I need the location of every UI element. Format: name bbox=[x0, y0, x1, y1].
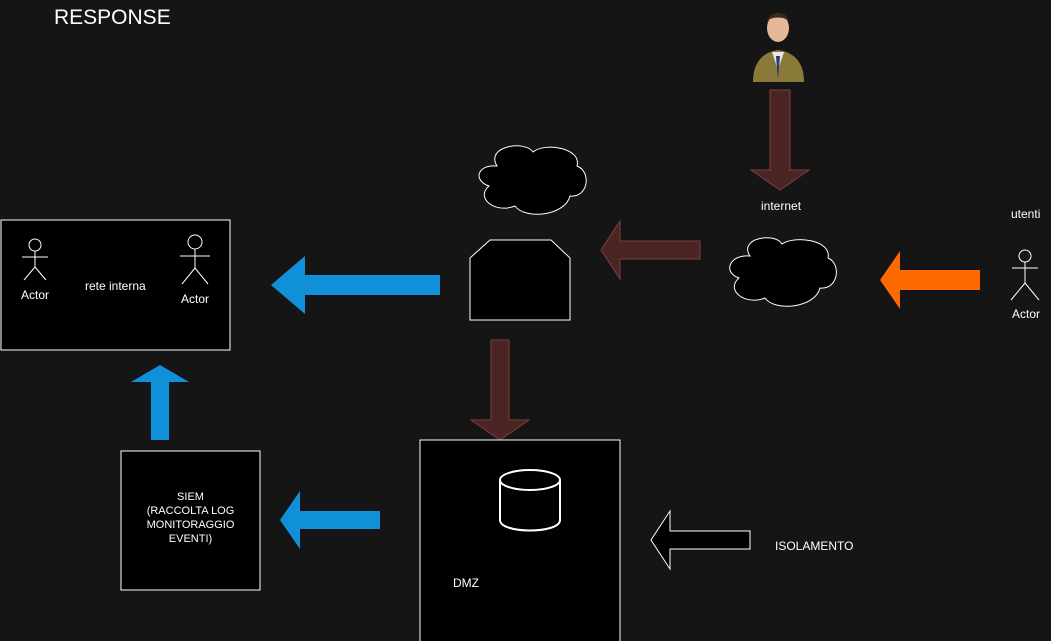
actor-left-label: Actor bbox=[21, 288, 50, 302]
red-arrow-down-internet bbox=[749, 89, 811, 191]
actor-right-icon bbox=[180, 234, 210, 285]
database-icon bbox=[499, 469, 561, 532]
red-arrow-down-dmz bbox=[469, 339, 531, 441]
isolation-label: ISOLAMENTO bbox=[775, 539, 854, 553]
orange-arrow-from-users bbox=[880, 251, 980, 309]
siem-label: SIEM (RACCOLTA LOG MONITORAGGIO EVENTI) bbox=[146, 491, 235, 545]
internet-label: internet bbox=[761, 199, 802, 213]
cloud-icon bbox=[478, 145, 587, 215]
users-actor-label: Actor bbox=[1012, 307, 1041, 321]
users-label: utenti bbox=[1011, 207, 1041, 221]
person-photo-icon bbox=[753, 13, 804, 82]
cloud-internet-icon bbox=[729, 237, 837, 307]
users-actor-icon bbox=[1010, 249, 1040, 301]
blue-arrow-to-siem bbox=[280, 491, 380, 549]
red-arrow-to-firewall bbox=[600, 219, 701, 281]
internal-network-box[interactable] bbox=[0, 219, 231, 351]
dmz-label: DMZ bbox=[453, 576, 479, 590]
isolation-arrow bbox=[650, 509, 751, 571]
firewall-icon[interactable] bbox=[469, 239, 571, 321]
page-title: RESPONSE bbox=[54, 6, 171, 29]
blue-arrow-up bbox=[131, 365, 189, 440]
actor-right-label: Actor bbox=[181, 292, 210, 306]
internal-network-label: rete interna bbox=[85, 279, 146, 293]
blue-arrow-to-internal bbox=[271, 256, 440, 314]
actor-left-icon bbox=[22, 238, 48, 281]
siem-box[interactable] bbox=[120, 450, 261, 591]
